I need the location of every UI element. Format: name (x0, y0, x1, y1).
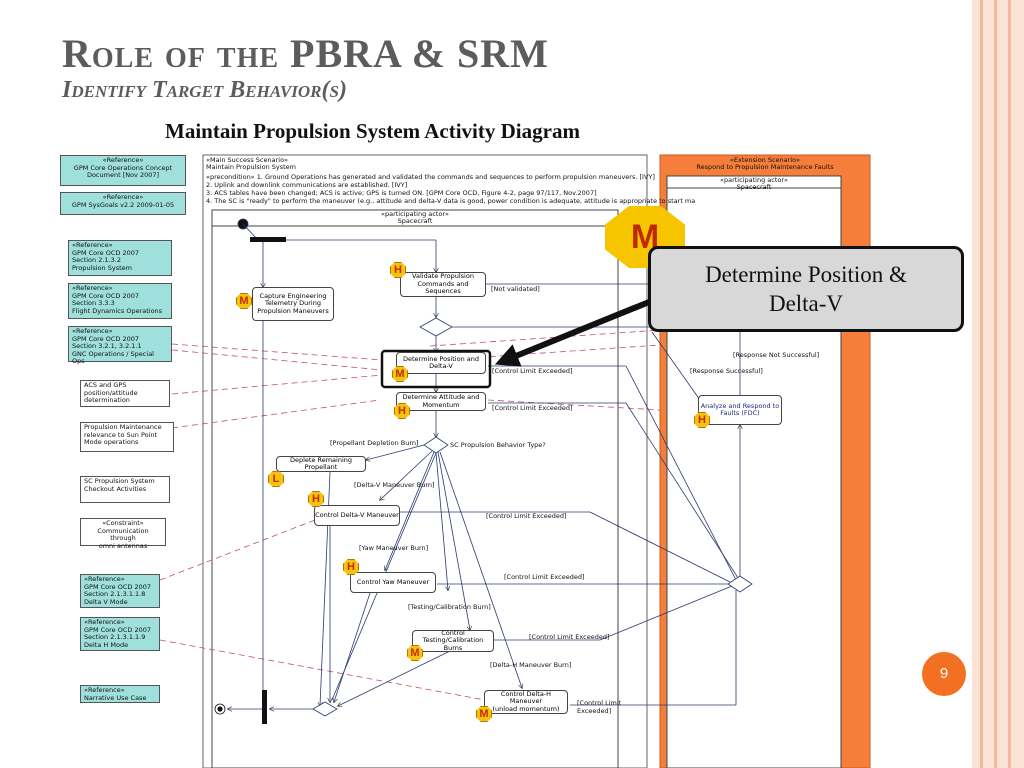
final-node-inner (217, 706, 223, 712)
guard-response-successful: [Response Successful] (690, 367, 763, 375)
activity-control-delta-h: Control Delta-H Maneuver (unload momentu… (484, 690, 568, 714)
plain-note: Propulsion Maintenance relevance to Sun … (80, 422, 174, 452)
decision-node (419, 317, 453, 337)
plain-note: ACS and GPS position/attitude determinat… (80, 380, 170, 407)
reference-note: «Reference» GPM SysGoals v2.2 2009-01-05 (60, 192, 186, 215)
diagram-title: Maintain Propulsion System Activity Diag… (165, 119, 580, 143)
guard-delta-v-burn: [Delta-V Maneuver Burn] (354, 481, 435, 489)
reference-note: «Reference» GPM Core OCD 2007 Section 3.… (68, 326, 172, 365)
guard-yaw-burn: [Yaw Maneuver Burn] (359, 544, 429, 552)
priority-badge: M (407, 645, 423, 661)
behavior-decision (423, 436, 449, 454)
guard-limit: [Control Limit Exceeded] (492, 367, 573, 375)
priority-badge: H (390, 262, 406, 278)
main-scenario-name: Maintain Propulsion System (206, 163, 296, 171)
guard-limit: [Control Limit Exceeded] (577, 699, 622, 715)
extension-partition-name: Spacecraft (736, 183, 772, 191)
spacecraft-partition (211, 209, 619, 768)
main-scenario-stereotype: «Main Success Scenario» (206, 156, 289, 164)
main-scenario-frame (202, 154, 648, 768)
guard-limit: [Control Limit Exceeded] (529, 633, 610, 641)
fork-bar (250, 237, 286, 242)
activity-determine-position: Determine Position and Delta-V (396, 352, 486, 374)
priority-badge: H (694, 412, 710, 428)
priority-badge: H (343, 559, 359, 575)
slide-title: Role of the PBRA & SRM Identify Target B… (62, 32, 549, 104)
behavior-type-label: SC Propulsion Behavior Type? (450, 441, 546, 449)
guard-limit: [Control Limit Exceeded] (492, 404, 573, 412)
callout-box: Determine Position & Delta-V (648, 246, 964, 332)
guard-not-validated: [Not validated] (491, 285, 540, 293)
reference-note: «Reference» GPM Core OCD 2007 Section 2.… (68, 240, 172, 276)
extension-partition-stereotype: «participating actor» (720, 176, 788, 184)
reference-note: «Reference» GPM Core OCD 2007 Section 2.… (80, 617, 160, 651)
reference-note: «Reference» GPM Core OCD 2007 Section 3.… (68, 283, 172, 319)
activity-control-yaw: Control Yaw Maneuver (350, 572, 436, 593)
guard-delta-h-burn: [Delta-H Maneuver Burn] (490, 661, 572, 669)
guard-propellant: [Propellant Depletion Burn] (330, 439, 419, 447)
extension-stereotype: «Extension Scenario» (729, 156, 801, 164)
page-number: 9 (922, 652, 966, 696)
partition-stereotype: «participating actor» (381, 210, 449, 218)
extension-name: Respond to Propulsion Maintenance Faults (696, 163, 834, 171)
title-line-1: Role of the PBRA & SRM (62, 31, 549, 76)
activity-control-testing: Control Testing/Calibration Burns (412, 629, 494, 652)
decorative-stripes (972, 0, 1024, 768)
priority-badge: H (394, 403, 410, 419)
precondition-1: «precondition» 1. Ground Operations has … (206, 173, 655, 181)
precondition-4: 4. The SC is "ready" to perform the mane… (206, 197, 696, 205)
guard-limit: [Control Limit Exceeded] (486, 512, 567, 520)
activity-validate: Validate Propulsion Commands and Sequenc… (400, 272, 486, 297)
activity-analyze-faults: Analyze and Respond to Faults (FDC) (698, 395, 782, 425)
reference-links (159, 329, 661, 701)
precondition-3: 3. ACS tables have been changed; ACS is … (206, 189, 597, 197)
guard-response-not-successful: [Response Not Successful] (733, 351, 820, 359)
partition-name: Spacecraft (397, 217, 433, 225)
merge-node (312, 701, 338, 717)
activity-capture-telemetry: Capture Engineering Telemetry During Pro… (252, 287, 334, 321)
priority-badge: M (392, 366, 408, 382)
callout-arrow (494, 297, 656, 367)
reference-note: «Reference» Narrative Use Case (80, 685, 160, 703)
activity-deplete-propellant: Deplete Remaining Propellant (276, 456, 366, 472)
priority-badge: H (308, 491, 324, 507)
activity-determine-attitude: Determine Attitude and Momentum (396, 392, 486, 411)
constraint-note: «Constraint» Communication through omni … (80, 518, 166, 549)
join-bar (262, 690, 267, 724)
priority-badge: M (236, 293, 252, 309)
highlight-box (380, 349, 492, 389)
activity-control-delta-v: Control Delta-V Maneuver (314, 505, 400, 526)
reference-note: «Reference» GPM Core OCD 2007 Section 2.… (80, 574, 160, 608)
reference-note: «Reference» GPM Core Operations Concept … (60, 155, 186, 186)
fault-merge-node (727, 575, 753, 593)
guard-testing-burn: [Testing/Calibration Burn] (408, 603, 491, 611)
precondition-2: 2. Uplink and downlink communications ar… (206, 181, 408, 189)
priority-badge: L (268, 471, 284, 487)
title-line-2: Identify Target Behavior(s) (62, 77, 347, 103)
priority-badge: M (476, 706, 492, 722)
guard-limit: [Control Limit Exceeded] (504, 573, 585, 581)
plain-note: SC Propulsion System Checkout Activities (80, 476, 170, 503)
